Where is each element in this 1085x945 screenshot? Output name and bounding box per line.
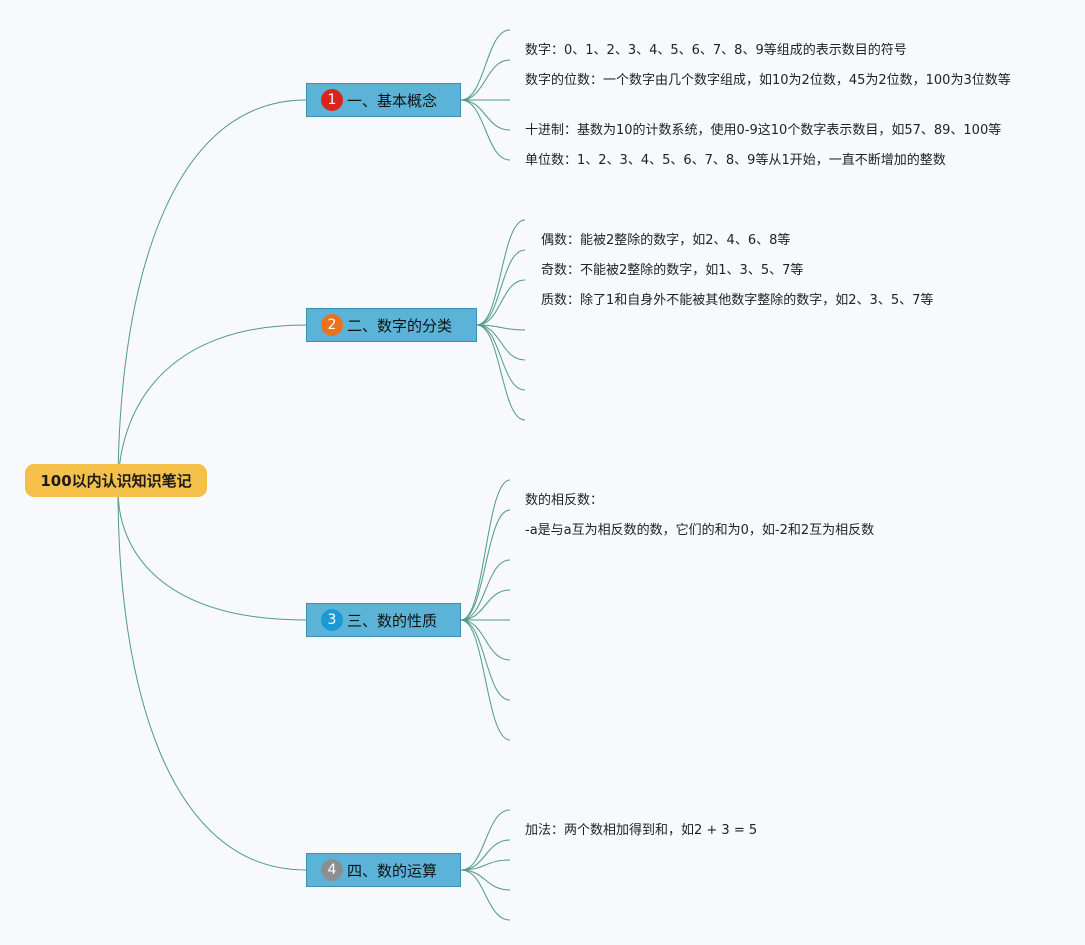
leaf-topic-opposite-numbers[interactable]: 数的相反数： bbox=[525, 493, 604, 508]
leaf-link-3-6 bbox=[460, 619, 511, 661]
branch-topic-basic-concepts[interactable]: 1 一、基本概念 bbox=[306, 83, 461, 117]
leaf-topic-unit-numbers[interactable]: 单位数：1、2、3、4、5、6、7、8、9等从1开始，一直不断增加的整数 bbox=[525, 153, 946, 168]
leaf-link-2-7 bbox=[476, 324, 526, 421]
leaf-link-2-1 bbox=[476, 219, 526, 326]
priority-1-icon: 1 bbox=[321, 89, 343, 111]
priority-4-icon: 4 bbox=[321, 859, 343, 881]
leaf-link-4-1 bbox=[460, 809, 511, 871]
leaf-topic-decimal[interactable]: 十进制：基数为10的计数系统，使用0-9这10个数字表示数目，如57、89、10… bbox=[525, 123, 1002, 138]
leaf-link-2-5 bbox=[476, 324, 526, 361]
root-link-1 bbox=[117, 99, 307, 491]
leaf-topic-odd-numbers[interactable]: 奇数：不能被2整除的数字，如1、3、5、7等 bbox=[541, 263, 804, 278]
leaf-link-4-2 bbox=[460, 839, 511, 871]
leaf-link-2-6 bbox=[476, 324, 526, 391]
leaf-link-4-3 bbox=[460, 859, 511, 871]
leaf-topic-digit-count[interactable]: 数字的位数：一个数字由几个数字组成，如10为2位数，45为2位数，100为3位数… bbox=[525, 73, 1011, 88]
leaf-topic-even-numbers[interactable]: 偶数：能被2整除的数字，如2、4、6、8等 bbox=[541, 233, 791, 248]
root-topic[interactable]: 100以内认识知识笔记 bbox=[25, 464, 207, 497]
leaf-link-4-5 bbox=[460, 869, 511, 921]
leaf-link-3-4 bbox=[460, 589, 511, 621]
leaf-link-4-4 bbox=[460, 869, 511, 891]
leaf-link-3-2 bbox=[460, 509, 511, 621]
leaf-link-3-1 bbox=[460, 479, 511, 621]
leaf-link-3-7 bbox=[460, 619, 511, 701]
leaf-topic-opposite-definition[interactable]: -a是与a互为相反数的数，它们的和为0，如-2和2互为相反数 bbox=[525, 523, 875, 538]
branch-topic-number-classification[interactable]: 2 二、数字的分类 bbox=[306, 308, 477, 342]
root-link-3 bbox=[117, 489, 307, 621]
leaf-link-3-3 bbox=[460, 559, 511, 621]
root-link-4 bbox=[117, 489, 307, 871]
root-topic-label: 100以内认识知识笔记 bbox=[40, 472, 192, 490]
leaf-topic-addition[interactable]: 加法：两个数相加得到和，如2 + 3 = 5 bbox=[525, 823, 758, 838]
leaf-link-1-5 bbox=[460, 99, 511, 161]
leaf-link-1-1 bbox=[460, 29, 511, 101]
branch-topic-number-operations[interactable]: 4 四、数的运算 bbox=[306, 853, 461, 887]
branch-topic-number-properties[interactable]: 3 三、数的性质 bbox=[306, 603, 461, 637]
branch-topic-label: 四、数的运算 bbox=[347, 861, 438, 880]
leaf-topic-digits[interactable]: 数字：0、1、2、3、4、5、6、7、8、9等组成的表示数目的符号 bbox=[525, 43, 907, 58]
branch-topic-label: 一、基本概念 bbox=[347, 91, 438, 110]
leaf-link-2-2 bbox=[476, 249, 526, 326]
branch-topic-label: 二、数字的分类 bbox=[347, 316, 453, 335]
leaf-topic-prime-numbers[interactable]: 质数：除了1和自身外不能被其他数字整除的数字，如2、3、5、7等 bbox=[541, 293, 934, 308]
leaf-link-2-3 bbox=[476, 279, 526, 326]
leaf-link-3-8 bbox=[460, 619, 511, 741]
branch-topic-label: 三、数的性质 bbox=[347, 611, 438, 630]
priority-2-icon: 2 bbox=[321, 314, 343, 336]
root-link-2 bbox=[117, 324, 307, 491]
leaf-link-1-2 bbox=[460, 59, 511, 101]
priority-3-icon: 3 bbox=[321, 609, 343, 631]
leaf-link-1-4 bbox=[460, 99, 511, 131]
